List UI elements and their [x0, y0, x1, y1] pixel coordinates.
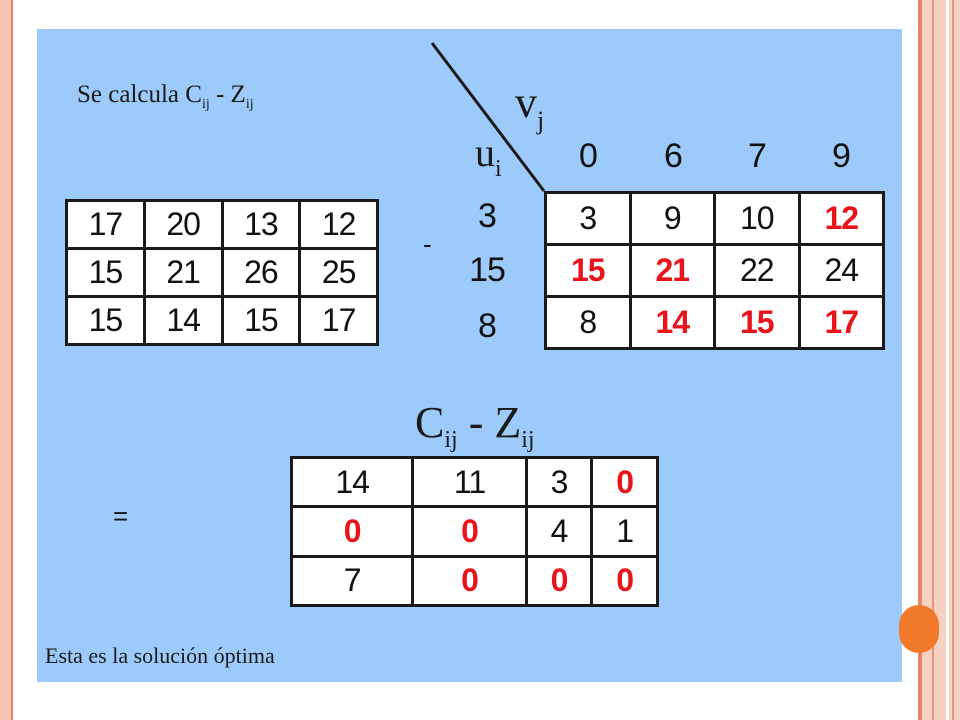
table-cell: 4 [524, 505, 594, 558]
table-cell: 15 [713, 295, 801, 350]
table-cell: 15 [65, 247, 146, 298]
u-label: ui [475, 130, 502, 182]
table-cell: 7 [289, 554, 415, 608]
table-cell: 14 [628, 295, 716, 350]
table-cell: 20 [142, 199, 224, 250]
table-cell: 17 [298, 295, 379, 346]
slide-title: Se calcula Cij - Zij [77, 81, 254, 112]
equals-operator: = [113, 501, 129, 531]
cost-table: 17 20 13 12 15 21 26 25 15 14 15 17 [65, 199, 379, 346]
slide-frame-right [918, 0, 960, 720]
u-value: 15 [469, 251, 506, 289]
table-cell: 1 [590, 505, 659, 558]
v-value: 0 [579, 137, 598, 175]
table-cell: 0 [411, 554, 528, 608]
table-cell: 22 [713, 243, 801, 298]
table-cell: 11 [411, 455, 528, 509]
minus-operator: - [423, 229, 432, 259]
table-cell: 26 [220, 247, 302, 298]
table-cell: 0 [590, 455, 659, 509]
table-cell: 0 [590, 554, 659, 608]
table-cell: 24 [797, 243, 885, 298]
z-table: 3 9 10 12 15 21 22 24 8 14 15 17 [544, 191, 885, 350]
table-row: 7 0 0 0 [289, 554, 659, 608]
u-value: 3 [478, 197, 497, 235]
table-row: 15 14 15 17 [65, 295, 379, 346]
table-cell: 17 [65, 199, 146, 250]
table-cell: 0 [411, 505, 528, 558]
table-cell: 21 [628, 243, 716, 298]
table-row: 17 20 13 12 [65, 199, 379, 250]
table-cell: 14 [142, 295, 224, 346]
table-cell: 25 [298, 247, 379, 298]
v-value: 6 [664, 137, 683, 175]
table-row: 8 14 15 17 [544, 295, 885, 350]
table-row: 15 21 26 25 [65, 247, 379, 298]
diagonal-divider-line [430, 42, 546, 192]
table-cell: 8 [544, 295, 632, 350]
table-cell: 17 [797, 295, 885, 350]
result-title: Cij - Zij [415, 398, 535, 453]
table-cell: 0 [289, 505, 415, 558]
table-cell: 3 [544, 191, 632, 246]
slide-decoration-circle [899, 605, 939, 653]
table-cell: 12 [298, 199, 379, 250]
v-value: 9 [832, 137, 851, 175]
table-row: 15 21 22 24 [544, 243, 885, 298]
u-value: 8 [478, 307, 497, 345]
v-value: 7 [748, 137, 767, 175]
table-cell: 21 [142, 247, 224, 298]
result-table: 14 11 3 0 0 0 4 1 7 0 0 0 [289, 455, 659, 608]
slide-frame-left [0, 0, 11, 720]
slide-frame-left-line [11, 0, 13, 720]
table-cell: 15 [220, 295, 302, 346]
table-cell: 9 [628, 191, 716, 246]
table-cell: 10 [713, 191, 801, 246]
table-row: 14 11 3 0 [289, 455, 659, 509]
table-cell: 0 [524, 554, 594, 608]
table-cell: 15 [65, 295, 146, 346]
table-cell: 15 [544, 243, 632, 298]
table-row: 0 0 4 1 [289, 505, 659, 558]
table-cell: 14 [289, 455, 415, 509]
table-row: 3 9 10 12 [544, 191, 885, 246]
footer-text: Esta es la solución óptima [45, 643, 275, 668]
table-cell: 3 [524, 455, 594, 509]
v-label: vj [515, 78, 545, 135]
slide-content-panel: Se calcula Cij - Zij 17 20 13 12 15 21 2… [37, 29, 902, 682]
table-cell: 12 [797, 191, 885, 246]
table-cell: 13 [220, 199, 302, 250]
